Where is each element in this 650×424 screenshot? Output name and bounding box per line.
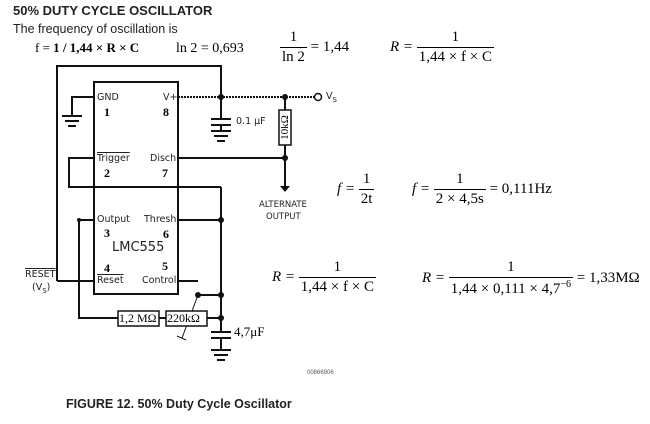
- gnd-wire: [71, 96, 94, 116]
- pullup-resistor-label: 10kΩ: [279, 115, 291, 140]
- resistor-10k: [278, 109, 292, 146]
- pin-num-8: 8: [163, 105, 169, 119]
- pin-label-trigger: Trigger: [97, 153, 130, 164]
- r-value-equation: R = 1 1,44 × 0,111 × 4,7−6 = 1,33MΩ: [422, 260, 640, 297]
- r-value-exponent: −6: [560, 279, 571, 290]
- ground-icon: [211, 130, 231, 142]
- r-value-den: 1,44 × 0,111 × 4,7−6: [448, 277, 573, 297]
- pin-num-6: 6: [163, 227, 169, 241]
- reset-wire: [56, 65, 222, 281]
- ground-icon: [211, 349, 231, 361]
- f-value-den: 2 × 4,5s: [433, 189, 486, 207]
- vs-terminal-icon: [313, 92, 323, 102]
- r2-num: 1: [333, 259, 342, 275]
- pin-label-vplus: V+: [163, 92, 178, 103]
- f-value-equation: f = 1 2 × 4,5s = 0,111Hz: [412, 172, 552, 207]
- r-value-lhs: R =: [422, 269, 446, 286]
- timing-cap-label: 4,7μF: [234, 324, 265, 339]
- trigger-wire: [68, 157, 221, 188]
- reset-sub-label: (VS): [32, 282, 51, 295]
- r-num: 1: [451, 29, 460, 45]
- alternate-output-label-1: ALTERNATE: [259, 200, 307, 210]
- formula-prefix: f =: [35, 40, 54, 55]
- supply-label: VS: [326, 91, 337, 104]
- fixed-resistor-label: 1,2 MΩ: [119, 311, 157, 325]
- resistor-220k: [165, 310, 208, 327]
- frequency-formula: f = 1 / 1,44 × R × C: [35, 40, 139, 56]
- alternate-output-label-2: OUTPUT: [266, 212, 301, 222]
- r2-lhs: R =: [272, 268, 296, 285]
- pin-label-gnd: GND: [97, 92, 119, 103]
- r2-den: 1,44 × f × C: [298, 277, 376, 295]
- inv-ln2-equation: 1 ln 2 = 1,44: [280, 30, 349, 65]
- ground-icon: [62, 115, 82, 127]
- pin-num-4: 4: [104, 261, 110, 275]
- pin-label-output: Output: [97, 214, 130, 225]
- ln2-formula: ln 2 = 0,693: [176, 41, 244, 56]
- f-lhs: f =: [337, 180, 356, 197]
- pin-label-control: Control: [142, 275, 177, 286]
- inv-ln2-num: 1: [289, 29, 298, 45]
- pin-num-1: 1: [104, 105, 110, 119]
- f-num: 1: [362, 171, 371, 187]
- output-arrow-icon: [280, 186, 290, 192]
- junctions: [77, 94, 288, 321]
- resistor-1-2M: [117, 310, 160, 327]
- r-value-result: = 1,33MΩ: [576, 269, 640, 286]
- ic-name: LMC555: [112, 240, 165, 255]
- f-den: 2t: [358, 189, 375, 207]
- r-value-num: 1: [507, 259, 515, 275]
- f-value-lhs: f =: [412, 180, 431, 197]
- pot-resistor-label: 220kΩ: [167, 311, 200, 325]
- pin-label-reset: Reset: [97, 275, 124, 286]
- pin-num-3: 3: [104, 226, 110, 240]
- pin-num-5: 5: [162, 259, 168, 273]
- pin-label-thresh: Thresh: [144, 214, 177, 225]
- figure-caption: FIGURE 12. 50% Duty Cycle Oscillator: [66, 397, 292, 411]
- output-wire: [78, 219, 118, 319]
- document-id: 00866906: [307, 370, 334, 376]
- pin-num-2: 2: [104, 166, 110, 180]
- section-title: 50% DUTY CYCLE OSCILLATOR: [13, 3, 213, 18]
- f-value-num: 1: [456, 171, 464, 187]
- reset-label: RESET: [25, 269, 56, 280]
- pin-label-disch: Disch: [150, 153, 177, 164]
- inv-ln2-result: = 1,44: [310, 38, 350, 55]
- f-period-equation: f = 1 2t: [337, 171, 375, 207]
- subtitle: The frequency of oscillation is: [13, 22, 178, 36]
- f-value-result: = 0,111Hz: [489, 180, 552, 197]
- r-general-equation-top: R = 1 1,44 × f × C: [390, 30, 494, 65]
- inv-ln2-den: ln 2: [280, 47, 307, 65]
- r-lhs: R =: [390, 38, 414, 55]
- decoupling-cap-label: 0.1 μF: [236, 116, 266, 127]
- r-den: 1,44 × f × C: [416, 47, 494, 65]
- pin-num-7: 7: [162, 166, 168, 180]
- formula-body: 1 / 1,44 × R × C: [53, 40, 140, 55]
- r-general-equation-bottom: R = 1 1,44 × f × C: [272, 260, 376, 295]
